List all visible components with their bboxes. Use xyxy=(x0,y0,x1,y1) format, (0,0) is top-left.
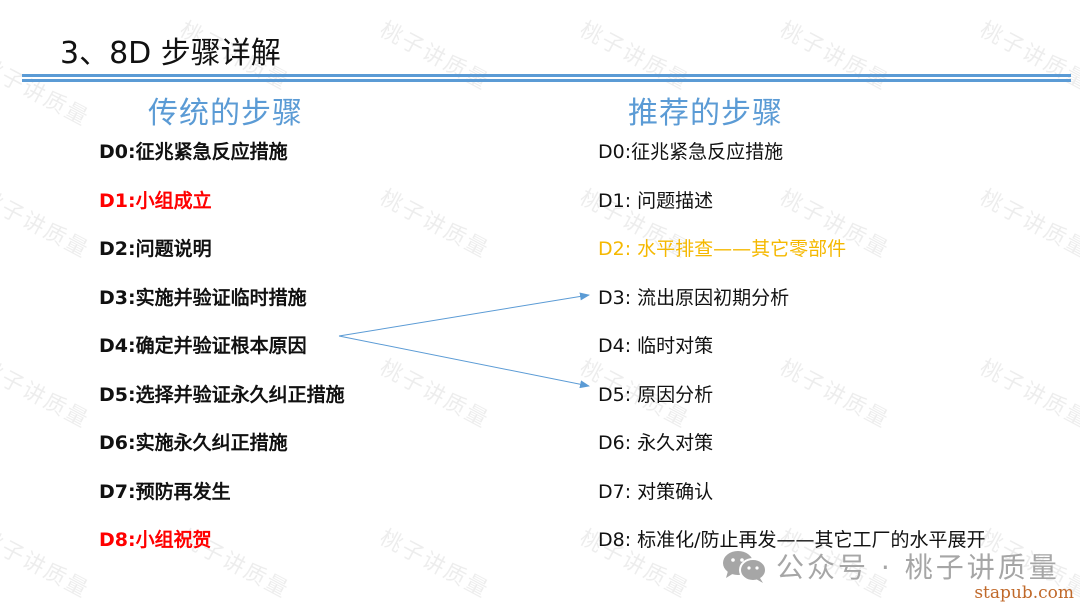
recommended-step-list: D0:征兆紧急反应措施 D1: 问题描述 D2: 水平排查——其它零部件 D3:… xyxy=(598,138,986,575)
watermark: 桃子讲质量 xyxy=(0,185,94,264)
recommended-step-d7: D7: 对策确认 xyxy=(598,480,714,503)
traditional-step-d3: D3:实施并验证临时措施 xyxy=(99,286,307,309)
watermark: 桃子讲质量 xyxy=(0,355,94,434)
traditional-step-d5: D5:选择并验证永久纠正措施 xyxy=(99,383,345,406)
watermark: 桃子讲质量 xyxy=(375,185,494,264)
traditional-step-d2: D2:问题说明 xyxy=(99,238,212,260)
recommended-step-d8: D8: 标准化/防止再发——其它工厂的水平展开 xyxy=(598,529,986,551)
recommended-step-d4: D4: 临时对策 xyxy=(598,335,714,357)
recommended-step-d0: D0:征兆紧急反应措施 xyxy=(598,141,784,163)
traditional-heading: 传统的步骤 xyxy=(148,96,303,131)
traditional-step-list: D0:征兆紧急反应措施 D1:小组成立 D2:问题说明 D3:实施并验证临时措施… xyxy=(99,138,345,575)
watermark: 桃子讲质量 xyxy=(375,525,494,604)
traditional-step-d0: D0:征兆紧急反应措施 xyxy=(99,141,288,163)
title-divider-bottom xyxy=(22,79,1071,82)
traditional-step-d7: D7:预防再发生 xyxy=(99,480,231,503)
recommended-step-d1: D1: 问题描述 xyxy=(598,189,714,212)
site-watermark: stapub.com xyxy=(974,583,1074,603)
recommended-step-d3: D3: 流出原因初期分析 xyxy=(598,286,790,309)
traditional-step-d4: D4:确定并验证根本原因 xyxy=(99,335,307,357)
traditional-step-d1: D1:小组成立 xyxy=(99,189,212,212)
watermark: 桃子讲质量 xyxy=(975,355,1080,434)
watermark: 桃子讲质量 xyxy=(775,17,894,96)
watermark: 桃子讲质量 xyxy=(575,17,694,96)
footer-brand: 公众号 · 桃子讲质量 xyxy=(722,546,1060,586)
watermark: 桃子讲质量 xyxy=(0,525,94,604)
arrow-to-d5 xyxy=(338,335,590,389)
watermark: 桃子讲质量 xyxy=(975,185,1080,264)
watermark: 桃子讲质量 xyxy=(975,17,1080,96)
slide-title: 3、8D 步骤详解 xyxy=(60,36,281,71)
recommended-step-d2: D2: 水平排查——其它零部件 xyxy=(598,238,847,260)
watermark: 桃子讲质量 xyxy=(375,355,494,434)
title-divider-top xyxy=(22,74,1071,77)
wechat-icon xyxy=(723,551,767,583)
recommended-heading: 推荐的步骤 xyxy=(628,96,783,131)
traditional-step-d8: D8:小组祝贺 xyxy=(99,529,212,551)
watermark: 桃子讲质量 xyxy=(375,17,494,96)
arrow-to-d3 xyxy=(338,292,590,337)
recommended-step-d6: D6: 永久对策 xyxy=(598,432,714,454)
traditional-step-d6: D6:实施永久纠正措施 xyxy=(99,432,288,454)
brand-text: 公众号 · 桃子讲质量 xyxy=(776,551,1060,584)
recommended-step-d5: D5: 原因分析 xyxy=(598,383,714,406)
